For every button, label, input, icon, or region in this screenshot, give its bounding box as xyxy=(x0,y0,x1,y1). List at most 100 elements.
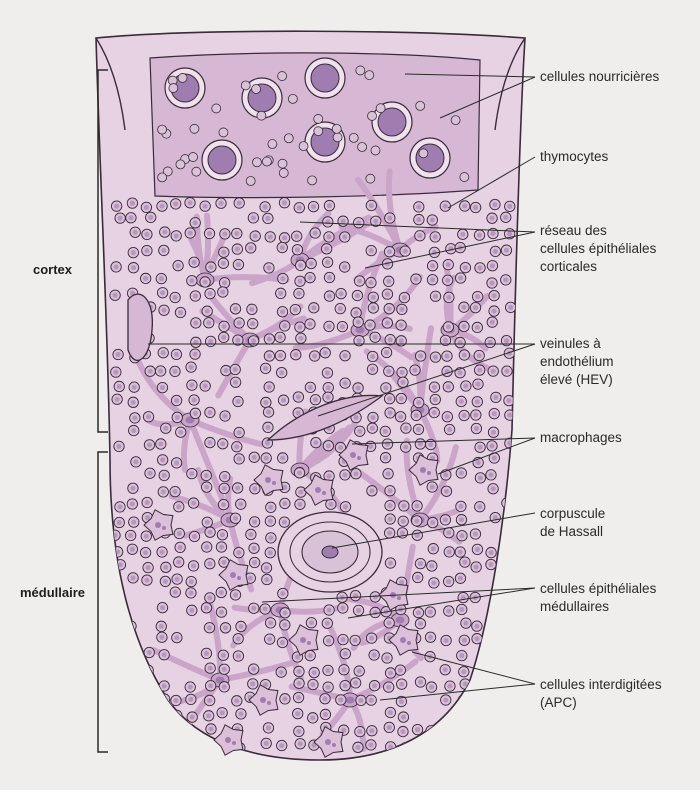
thymocyte-nucleus xyxy=(506,697,512,703)
thymocyte-nucleus xyxy=(387,560,394,566)
thymocyte-nucleus xyxy=(175,263,181,269)
thymocyte-nucleus xyxy=(129,546,135,552)
thymocyte-nucleus xyxy=(177,744,183,750)
thymocyte-nucleus xyxy=(219,532,226,538)
septum-left xyxy=(95,37,126,131)
thymocyte-nucleus xyxy=(369,728,375,734)
thymocyte xyxy=(127,648,140,660)
thymocyte xyxy=(486,652,498,664)
thymocyte-nucleus xyxy=(160,489,166,495)
thymocyte-nucleus xyxy=(508,304,514,310)
thymocyte-nucleus xyxy=(369,425,375,431)
label-hassall-2: de Hassall xyxy=(540,524,604,539)
thymocyte-nucleus xyxy=(207,529,213,535)
thymocyte-nucleus xyxy=(311,742,317,748)
thymocyte-nucleus xyxy=(430,519,436,526)
thymocyte-nucleus xyxy=(414,518,420,524)
thymocyte-nucleus xyxy=(192,293,198,299)
thymocyte-nucleus xyxy=(340,636,346,643)
thymocyte-nucleus xyxy=(249,306,255,312)
thymocyte-nucleus xyxy=(282,500,288,507)
thymocyte-nucleus xyxy=(144,499,150,506)
thymocyte xyxy=(245,176,256,186)
epithelial-nucleus xyxy=(395,616,405,624)
thymocyte-nucleus xyxy=(172,589,178,595)
thymocyte-nucleus xyxy=(371,683,378,689)
thymocyte-nucleus xyxy=(174,460,180,466)
thymocyte-nucleus xyxy=(503,338,510,344)
thymocyte-nucleus xyxy=(353,414,359,421)
thymocyte-nucleus xyxy=(387,215,393,221)
thymocyte xyxy=(370,145,381,156)
macrophage-group xyxy=(143,439,439,758)
thymocyte-nucleus xyxy=(417,233,423,239)
thymocyte-nucleus xyxy=(251,545,257,551)
thymocyte-nucleus xyxy=(113,369,119,375)
thymocyte-nucleus xyxy=(207,409,213,416)
thymocyte-nucleus xyxy=(400,379,406,385)
thymocyte xyxy=(110,724,122,737)
thymocyte-nucleus xyxy=(161,472,167,478)
thymocyte-nucleus xyxy=(322,711,329,718)
thymocyte-nucleus xyxy=(493,741,499,747)
thymocyte-nucleus xyxy=(221,323,227,329)
thymocyte-nucleus xyxy=(310,681,316,688)
thymocyte-nucleus xyxy=(296,470,303,476)
thymocyte-nucleus xyxy=(218,544,225,550)
thymocyte-nucleus xyxy=(507,412,513,418)
thymocyte-nucleus xyxy=(505,726,511,733)
thymocyte-nucleus xyxy=(266,353,272,359)
thymocyte-nucleus xyxy=(189,607,195,613)
thymocyte-nucleus xyxy=(133,459,139,465)
thymocyte-nucleus xyxy=(386,724,392,730)
thymocyte-nucleus xyxy=(324,246,330,252)
thymocyte-nucleus xyxy=(504,368,510,374)
thymocyte-nucleus xyxy=(279,244,285,251)
thymocyte-nucleus xyxy=(172,294,178,301)
thymocyte-nucleus xyxy=(401,295,408,301)
leader-hassall xyxy=(331,512,536,549)
thymocyte-nucleus xyxy=(340,218,346,224)
thymocyte-nucleus xyxy=(146,649,152,656)
thymocyte-nucleus xyxy=(472,531,479,537)
leader-nurse-2 xyxy=(439,76,536,119)
epithelial-nucleus xyxy=(355,326,365,334)
thymocyte xyxy=(128,694,141,707)
thymocyte xyxy=(375,103,386,114)
thymocyte xyxy=(109,709,122,721)
thymocyte xyxy=(252,157,262,168)
thymocyte-nucleus xyxy=(353,310,359,316)
thymocyte xyxy=(313,114,324,124)
thymocyte-nucleus xyxy=(386,620,392,626)
thymocyte-nucleus xyxy=(192,220,198,226)
thymocyte-nucleus xyxy=(476,709,483,715)
thymocyte-nucleus xyxy=(128,532,134,539)
thymocyte xyxy=(145,710,157,723)
thymocyte-nucleus xyxy=(207,697,213,704)
thymocyte-nucleus xyxy=(489,280,495,286)
thymocyte-nucleus xyxy=(477,265,483,271)
thymocyte-nucleus xyxy=(502,667,508,674)
thymocyte-nucleus xyxy=(311,305,317,311)
thymocyte-nucleus xyxy=(457,575,464,581)
thymocyte-nucleus xyxy=(492,610,499,616)
thymocyte-nucleus xyxy=(429,277,436,283)
thymocyte-nucleus xyxy=(266,265,272,271)
thymocyte-nucleus xyxy=(267,620,274,626)
thymocyte-nucleus xyxy=(160,350,166,356)
thymocyte-nucleus xyxy=(388,744,394,750)
thymocyte-nucleus xyxy=(236,550,242,556)
thymocyte xyxy=(140,682,152,694)
thymocyte-nucleus xyxy=(297,741,303,747)
thymocyte-nucleus xyxy=(506,605,512,612)
thymocyte-nucleus xyxy=(193,320,199,326)
leader-medepi-1 xyxy=(261,587,536,603)
thymocyte-nucleus xyxy=(387,410,393,416)
thymocyte-nucleus xyxy=(398,414,404,420)
thymocyte xyxy=(503,617,515,629)
thymocyte-nucleus xyxy=(220,260,227,266)
thymocyte-nucleus xyxy=(357,428,363,434)
thymocyte-nucleus xyxy=(505,545,511,551)
thymocyte-nucleus xyxy=(476,232,483,238)
thymocyte-nucleus xyxy=(207,291,213,297)
